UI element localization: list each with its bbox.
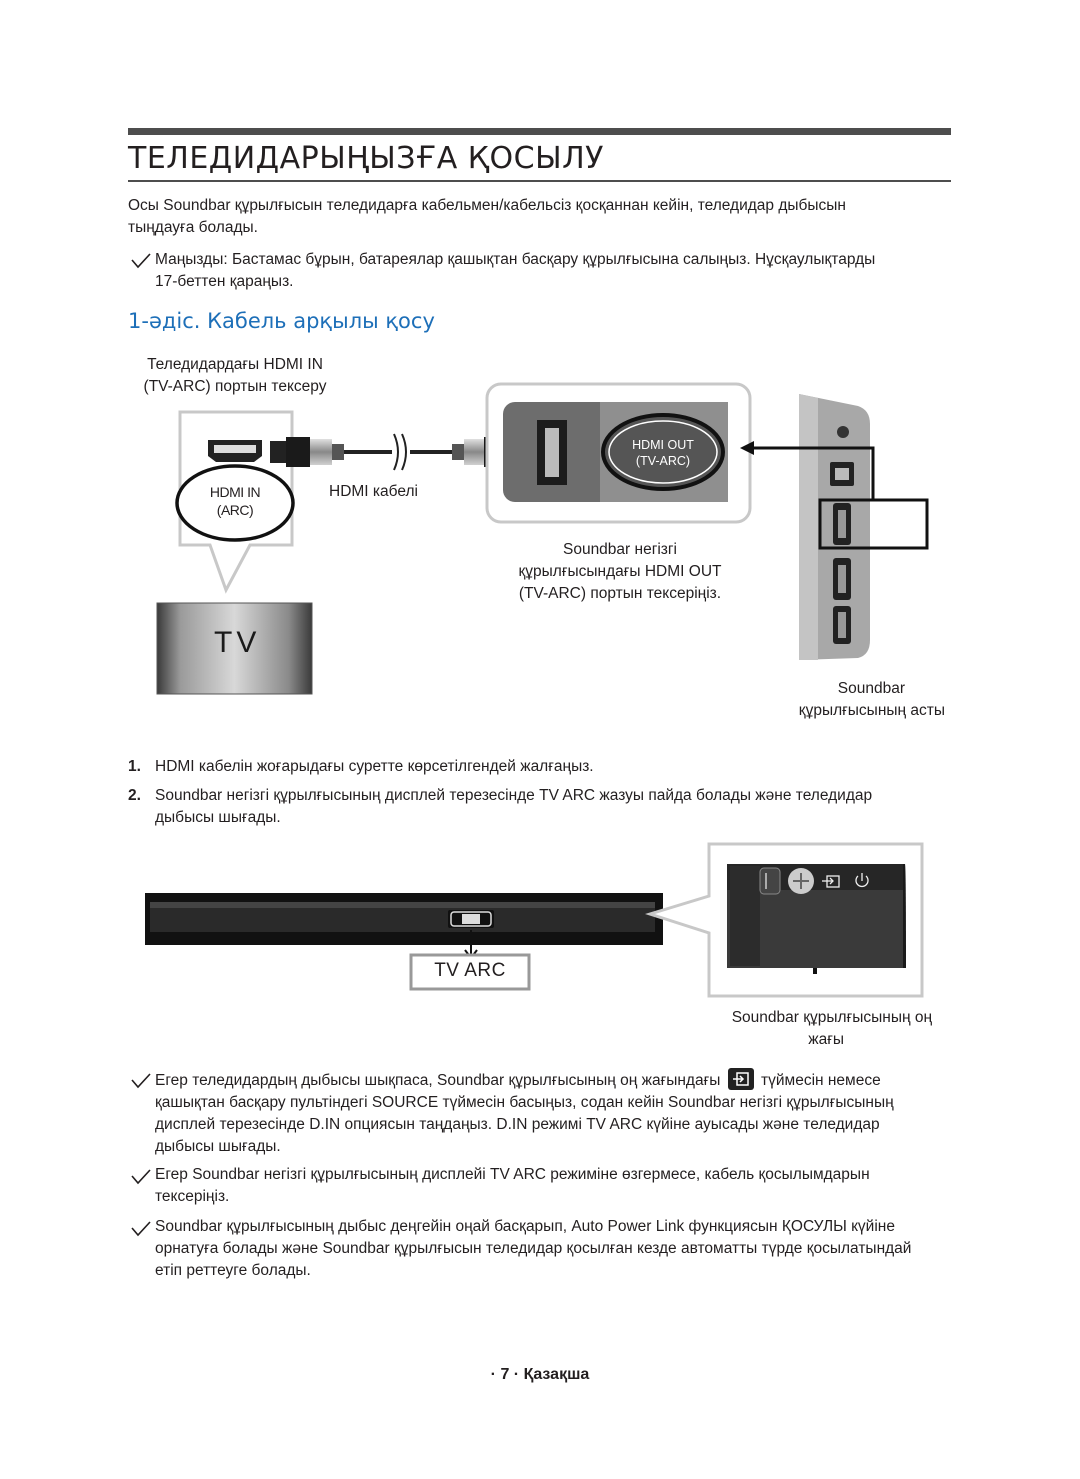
step-2-line-1: Soundbar негізгі құрылғысының дисплей те… bbox=[155, 787, 873, 804]
note-1-line-2: қашықтан басқару пультіндегі SOURCE түйм… bbox=[155, 1094, 894, 1111]
hdmi-out-label-2: (TV-ARC) bbox=[635, 454, 691, 468]
hdmi-in-label-1: HDMI IN bbox=[209, 484, 261, 500]
soundbar-bottom-caption: Soundbar құрылғысының асты bbox=[799, 678, 945, 722]
soundbar-side-line-1: Soundbar құрылғысының оң bbox=[731, 1009, 932, 1026]
tv-illustration bbox=[156, 602, 313, 695]
tv-check-caption: Теледидардағы HDMI IN (TV-ARC) портын те… bbox=[120, 354, 350, 398]
soundbar-bottom-line-2: құрылғысының асты bbox=[798, 702, 945, 719]
important-note: Маңызды: Бастамас бұрын, батареялар қашы… bbox=[155, 249, 945, 293]
checkmark-icon bbox=[131, 1073, 151, 1089]
power-icon bbox=[855, 873, 869, 888]
step-1-number: 1. bbox=[128, 758, 141, 775]
connection-diagram bbox=[156, 382, 929, 695]
step-2-number: 2. bbox=[128, 787, 141, 804]
hdmi-in-label: HDMI IN (ARC) bbox=[185, 483, 285, 519]
note-2: Егер Soundbar негізгі құрылғысының диспл… bbox=[155, 1164, 945, 1208]
tv-arc-label: TV ARC bbox=[434, 960, 506, 981]
page-title: ТЕЛЕДИДАРЫҢЫЗҒА ҚОСЫЛУ bbox=[128, 141, 604, 176]
note-3-line-1: Soundbar құрылғысының дыбыс деңгейін оңа… bbox=[155, 1218, 895, 1235]
checkmark-icon bbox=[131, 1221, 151, 1237]
note-1-line-1: Егер теледидардың дыбысы шықпаса, Soundb… bbox=[155, 1072, 721, 1089]
checkmark-icon bbox=[131, 253, 151, 269]
hdmi-out-label: HDMI OUT (TV-ARC) bbox=[613, 437, 713, 469]
tv-port-panel bbox=[175, 410, 295, 594]
soundbar-port-line-2: құрылғысындағы HDMI OUT bbox=[518, 563, 722, 580]
hdmi-in-label-2: (ARC) bbox=[216, 502, 254, 518]
intro-line-1: Осы Soundbar құрылғысын теледидарға кабе… bbox=[128, 197, 846, 214]
hdmi-out-label-1: HDMI OUT bbox=[632, 438, 694, 452]
soundbar-port-line-3: (TV-ARC) портын тексеріңіз. bbox=[518, 585, 722, 602]
note-line-1: Маңызды: Бастамас бұрын, батареялар қашы… bbox=[155, 251, 876, 268]
soundbar-front bbox=[145, 893, 663, 960]
tv-arc-box bbox=[409, 953, 531, 991]
section-title: 1-әдіс. Кабель арқылы қосу bbox=[128, 309, 435, 333]
soundbar-side-panel bbox=[644, 842, 924, 998]
hdmi-plug-tv bbox=[270, 437, 392, 467]
tv-hdmi-port bbox=[208, 440, 262, 462]
soundbar-bottom-panel bbox=[740, 394, 929, 660]
input-icon bbox=[822, 875, 840, 888]
title-rule bbox=[128, 180, 951, 182]
cable-label: HDMI кабелі bbox=[329, 483, 418, 500]
note-line-2: 17-беттен қараңыз. bbox=[155, 273, 294, 290]
intro-line-2: тыңдауға болады. bbox=[128, 219, 258, 236]
step-1-line-1: HDMI кабелін жоғарыдағы суретте көрсетіл… bbox=[155, 758, 594, 775]
step-1-text: HDMI кабелін жоғарыдағы суретте көрсетіл… bbox=[155, 756, 945, 778]
checkmark-icon bbox=[131, 1169, 151, 1185]
note-1-line-3: дисплей терезесінде D.IN опциясын таңдаң… bbox=[155, 1116, 880, 1133]
note-3-line-2: орнатуға болады және Soundbar құрылғысын… bbox=[155, 1240, 912, 1257]
soundbar-side-caption: Soundbar құрылғысының оң жағы bbox=[732, 1007, 932, 1051]
tv-check-line-2: (TV-ARC) портын тексеру bbox=[143, 378, 327, 395]
note-1: Егер теледидардың дыбысы шықпаса, Soundb… bbox=[155, 1068, 945, 1158]
tv-check-line-1: Теледидардағы HDMI IN bbox=[147, 356, 323, 373]
note-1-line-1b: түймесін немесе bbox=[761, 1072, 881, 1089]
note-3-line-3: етіп реттеуге болады. bbox=[155, 1262, 311, 1279]
step-2-text: Soundbar негізгі құрылғысының дисплей те… bbox=[155, 785, 945, 829]
step-2-line-2: дыбысы шығады. bbox=[155, 809, 281, 826]
display-window bbox=[448, 910, 494, 928]
tv-label: TV bbox=[214, 626, 261, 659]
intro-text: Осы Soundbar құрылғысын теледидарға кабе… bbox=[128, 195, 928, 239]
soundbar-port-line-1: Soundbar негізгі bbox=[562, 541, 677, 558]
note-3: Soundbar құрылғысының дыбыс деңгейін оңа… bbox=[155, 1216, 945, 1282]
soundbar-side-line-2: жағы bbox=[808, 1031, 844, 1048]
hdmi-in-ellipse bbox=[175, 464, 295, 542]
soundbar-port-caption: Soundbar негізгі құрылғысындағы HDMI OUT… bbox=[495, 539, 745, 605]
top-rule bbox=[128, 128, 951, 135]
cable-break bbox=[393, 433, 407, 471]
note-2-line-2: тексеріңіз. bbox=[155, 1188, 230, 1205]
soundbar-display-diagram bbox=[145, 842, 924, 998]
source-button-icon bbox=[727, 1068, 754, 1090]
note-2-line-1: Егер Soundbar негізгі құрылғысының диспл… bbox=[155, 1166, 870, 1183]
page-footer: · 7 · Қазақша bbox=[490, 1366, 590, 1383]
note-1-line-4: дыбысы шығады. bbox=[155, 1138, 281, 1155]
soundbar-bottom-line-1: Soundbar bbox=[837, 680, 905, 697]
